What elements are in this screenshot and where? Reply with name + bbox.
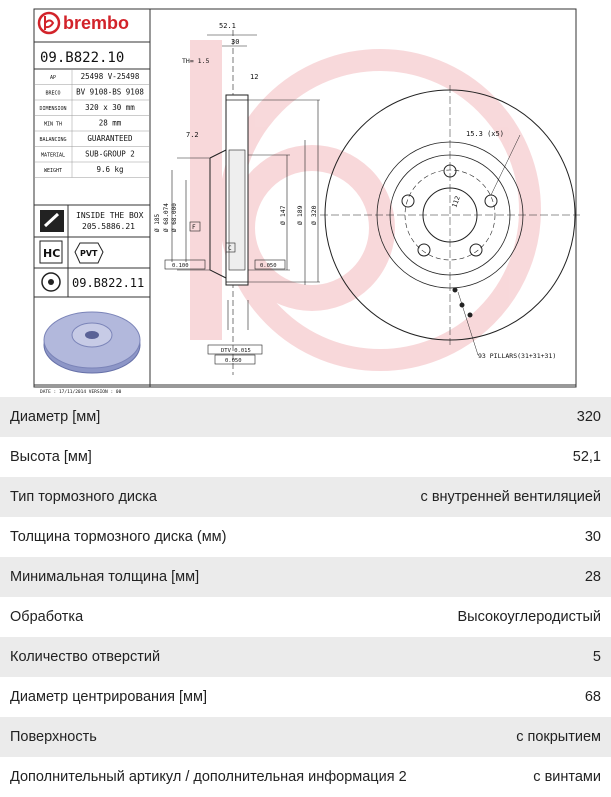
disc-icon xyxy=(41,272,61,292)
dim-d3: Ø 68.000 xyxy=(171,203,178,232)
info-value: 320 x 30 mm xyxy=(85,103,135,112)
spec-row: Высота [мм] 52,1 xyxy=(0,437,611,477)
spec-label: Минимальная толщина [мм] xyxy=(10,569,200,585)
inside-box-title: INSIDE THE BOX xyxy=(76,211,144,220)
info-key: BRECO xyxy=(45,91,60,97)
info-value: SUB-GROUP 2 xyxy=(85,150,135,159)
dim-height: 52.1 xyxy=(219,22,236,30)
spec-label: Количество отверстий xyxy=(10,649,161,665)
dim-th: TH= 1.5 xyxy=(182,57,209,65)
spec-label: Дополнительный артикул / дополнительная … xyxy=(10,769,407,785)
dim-bolt: 15.3 (x5) xyxy=(466,130,504,138)
drawing-footer: DATE : 17/11/2014 VERSION : 00 xyxy=(40,389,122,395)
spec-value: с винтами xyxy=(533,769,601,785)
spec-row: Обработка Высокоуглеродистый xyxy=(0,597,611,637)
dim-d6: Ø 320 xyxy=(310,205,318,225)
spec-label: Тип тормозного диска xyxy=(10,489,157,505)
dim-offset: 7.2 xyxy=(186,131,199,139)
alt-part-number: 09.B822.11 xyxy=(72,276,144,290)
cross-section xyxy=(164,30,320,375)
pvt-icon: PVT xyxy=(74,242,104,264)
spec-value: 5 xyxy=(592,649,601,665)
spec-label: Высота [мм] xyxy=(10,449,92,465)
info-value: BV 9108-BS 9108 xyxy=(76,88,144,97)
svg-text:HC: HC xyxy=(43,247,60,260)
info-key: MIN TH xyxy=(44,122,62,128)
info-key: AP xyxy=(50,75,56,81)
spec-row: Толщина тормозного диска (мм) 30 xyxy=(0,517,611,557)
dim-d2: Ø 68.074 xyxy=(163,203,170,232)
spec-value: 30 xyxy=(584,529,601,545)
info-value: 28 mm xyxy=(99,119,122,128)
info-value: 25498 V-25498 xyxy=(81,72,140,81)
tol-2: 0.050 xyxy=(260,263,277,269)
spec-label: Обработка xyxy=(10,609,84,625)
dim-pcd: 112 xyxy=(450,195,462,209)
info-value: GUARANTEED xyxy=(87,134,133,143)
bolt-icon xyxy=(40,210,64,232)
disc-photo xyxy=(43,311,141,374)
info-key: BALANCING xyxy=(39,137,66,143)
hc-icon: HC xyxy=(39,240,63,264)
dim-d4: Ø 147 xyxy=(279,205,287,225)
brembo-logo: brembo xyxy=(37,11,129,35)
dim-hat: 12 xyxy=(250,73,258,81)
datum-f: F xyxy=(192,224,196,231)
svg-text:PVT: PVT xyxy=(80,249,98,258)
info-key: MATERIAL xyxy=(41,153,65,159)
inside-box-number: 205.5886.21 xyxy=(82,222,135,231)
spec-label: Поверхность xyxy=(10,729,97,745)
info-key: DIMENSION xyxy=(39,106,66,112)
spec-value: 28 xyxy=(584,569,601,585)
spec-row: Количество отверстий 5 xyxy=(0,637,611,677)
spec-row: Дополнительный артикул / дополнительная … xyxy=(0,757,611,797)
spec-value: с покрытием xyxy=(516,729,601,745)
dtv: DTV 0.015 xyxy=(221,348,251,354)
brand-name: brembo xyxy=(63,13,129,33)
spec-value: Высокоуглеродистый xyxy=(457,609,601,625)
spec-label: Диаметр [мм] xyxy=(10,409,101,425)
spec-value: 320 xyxy=(576,409,601,425)
spec-value: 68 xyxy=(584,689,601,705)
spec-row: Диаметр [мм] 320 xyxy=(0,397,611,437)
tol-1: 0.100 xyxy=(172,263,189,269)
datum-c: C xyxy=(228,245,232,252)
part-number: 09.B822.10 xyxy=(40,50,124,66)
spec-value: с внутренней вентиляцией xyxy=(420,489,601,505)
flatness: 0.050 xyxy=(225,358,242,364)
spec-row: Тип тормозного диска с внутренней вентиля… xyxy=(0,477,611,517)
spec-label: Диаметр центрирования [мм] xyxy=(10,689,208,705)
dim-thickness: 30 xyxy=(231,38,239,46)
spec-row: Минимальная толщина [мм] 28 xyxy=(0,557,611,597)
spec-row: Диаметр центрирования [мм] 68 xyxy=(0,677,611,717)
spec-value: 52,1 xyxy=(572,449,601,465)
dim-d1: Ø 185 xyxy=(154,214,161,232)
info-value: 9.6 kg xyxy=(96,165,123,174)
dim-d5: Ø 189 xyxy=(296,205,304,225)
spec-row: Поверхность с покрытием xyxy=(0,717,611,757)
spec-label: Толщина тормозного диска (мм) xyxy=(10,529,227,545)
info-key: WEIGHT xyxy=(44,168,62,174)
front-view xyxy=(320,85,580,356)
dim-pillars: 93 PILLARS(31+31+31) xyxy=(478,352,556,360)
